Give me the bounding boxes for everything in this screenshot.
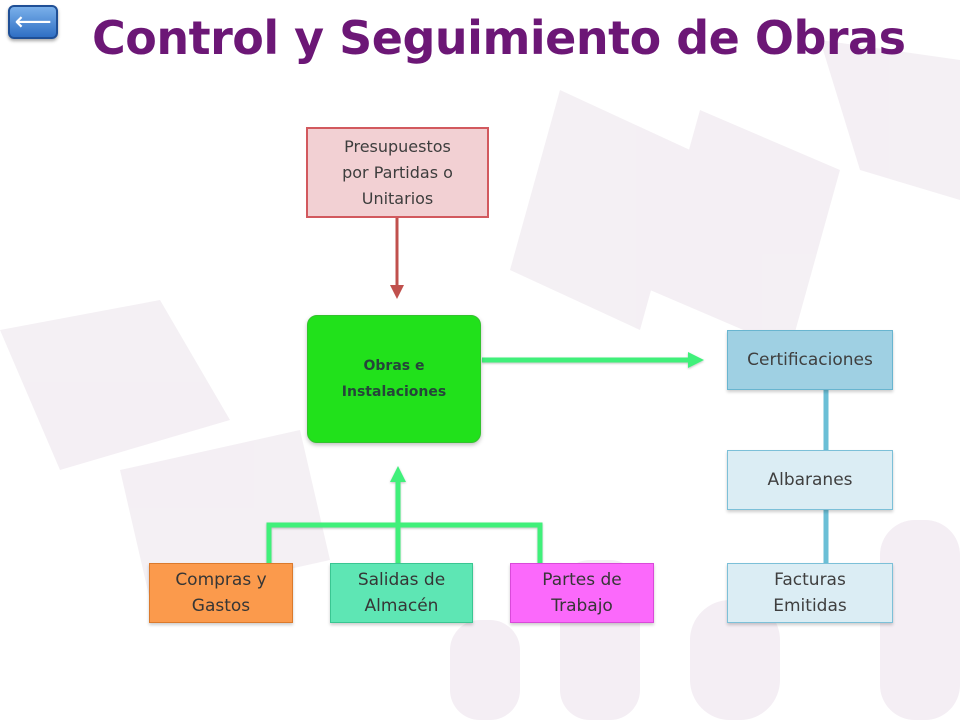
inputs-to-obras-connector xyxy=(266,466,543,563)
presupuestos-label: Presupuestos por Partidas o Unitarios xyxy=(342,134,453,212)
salidas-almacen-node: Salidas de Almacén xyxy=(330,563,473,623)
certificaciones-node: Certificaciones xyxy=(727,330,893,390)
obras-label-line2: Instalaciones xyxy=(341,384,447,400)
obras-instalaciones-node: Obras e Instalaciones xyxy=(307,315,481,443)
facturas-emitidas-node: Facturas Emitidas xyxy=(727,563,893,623)
partes-label: Partes de Trabajo xyxy=(542,567,622,619)
facturas-label-line1: Facturas xyxy=(774,570,846,590)
presupuestos-label-line1: Presupuestos xyxy=(344,136,451,156)
page-title: Control y Seguimiento de Obras xyxy=(92,11,906,65)
partes-label-line2: Trabajo xyxy=(551,596,613,616)
presupuestos-label-line2: por Partidas o xyxy=(342,162,453,182)
arrow-left-icon: ⟵ xyxy=(14,7,52,37)
presupuestos-node: Presupuestos por Partidas o Unitarios xyxy=(306,127,489,218)
compras-label-line2: Gastos xyxy=(191,596,251,616)
albaranes-label: Albaranes xyxy=(767,470,853,490)
facturas-label: Facturas Emitidas xyxy=(773,567,846,619)
certificaciones-label: Certificaciones xyxy=(747,350,873,370)
obras-label: Obras e Instalaciones xyxy=(342,353,446,405)
compras-label: Compras y Gastos xyxy=(175,567,266,619)
partes-trabajo-node: Partes de Trabajo xyxy=(510,563,654,623)
back-arrow-button[interactable]: ⟵ xyxy=(8,5,58,39)
obras-to-certificaciones-arrow xyxy=(482,352,704,368)
compras-gastos-node: Compras y Gastos xyxy=(149,563,293,623)
salidas-label: Salidas de Almacén xyxy=(358,567,445,619)
partes-label-line1: Partes de xyxy=(542,570,622,590)
presupuestos-label-line3: Unitarios xyxy=(361,188,434,208)
presupuestos-to-obras-arrow xyxy=(390,218,404,299)
salidas-label-line1: Salidas de xyxy=(357,570,446,590)
albaranes-node: Albaranes xyxy=(727,450,893,510)
facturas-label-line2: Emitidas xyxy=(773,596,847,616)
compras-label-line1: Compras y xyxy=(175,570,267,590)
salidas-label-line2: Almacén xyxy=(364,596,439,616)
obras-label-line1: Obras e xyxy=(363,358,425,374)
